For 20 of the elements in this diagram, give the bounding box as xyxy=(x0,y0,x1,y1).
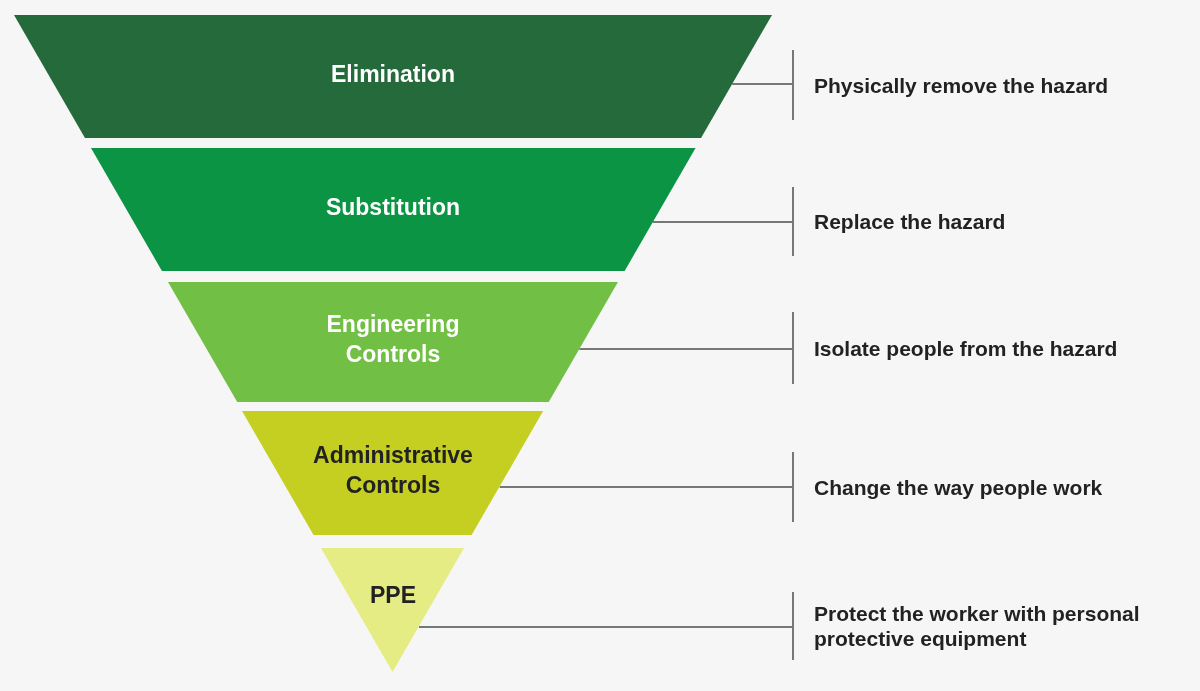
connector-line xyxy=(578,348,793,350)
hierarchy-level-triangle xyxy=(321,548,465,672)
hierarchy-level-band xyxy=(242,411,544,535)
level-title: Administrative Controls xyxy=(312,441,474,500)
hierarchy-level-band xyxy=(14,15,772,138)
hierarchy-level-band xyxy=(90,148,696,271)
description-text: Protect the worker with personal protective equipment xyxy=(814,601,1141,651)
level-title: Substitution xyxy=(325,192,461,222)
description-text: Isolate people from the hazard xyxy=(814,335,1118,361)
level-title: PPE xyxy=(369,581,416,611)
connector-line xyxy=(498,486,793,488)
level-title: Engineering Controls xyxy=(325,310,461,369)
hierarchy-level-band xyxy=(168,282,618,402)
connector-line xyxy=(731,83,793,85)
description-text: Replace the hazard xyxy=(814,209,1006,234)
connector-line xyxy=(651,221,793,223)
description-text: Change the way people work xyxy=(814,474,1103,500)
description-text: Physically remove the hazard xyxy=(814,72,1109,98)
connector-line xyxy=(417,626,793,628)
level-title: Elimination xyxy=(331,59,455,89)
